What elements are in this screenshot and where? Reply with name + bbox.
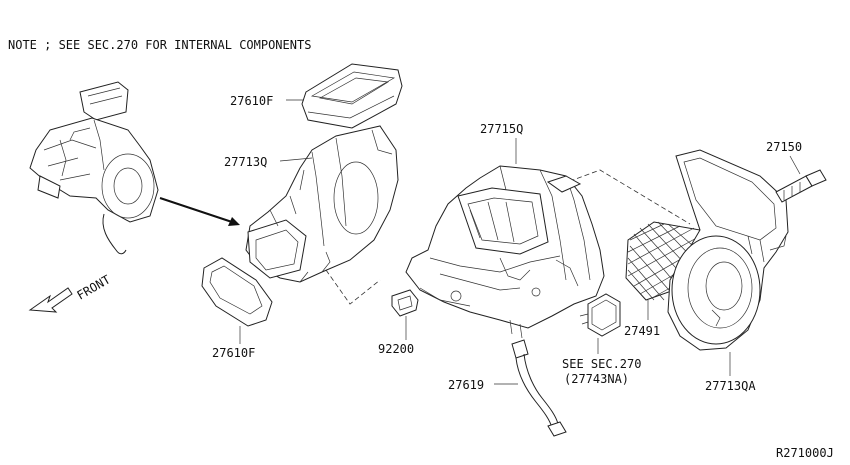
label-27743NA: (27743NA) xyxy=(564,372,629,386)
label-27610F-bottom: 27610F xyxy=(212,346,255,360)
label-see-sec-270: SEE SEC.270 xyxy=(562,357,641,371)
duct-top-27610F xyxy=(301,63,403,129)
blower-case-right-27713QA xyxy=(667,149,789,351)
label-27619: 27619 xyxy=(448,378,484,392)
duct-bottom-27610F xyxy=(201,257,273,327)
drain-hose-27619 xyxy=(511,339,567,437)
diagram-code: R271000J xyxy=(776,446,834,460)
front-label: FRONT xyxy=(75,272,113,302)
blower-case-left-27713Q xyxy=(245,125,399,283)
label-27713QA: 27713QA xyxy=(705,379,756,393)
front-direction-indicator: FRONT xyxy=(28,272,113,313)
label-27150: 27150 xyxy=(766,140,802,154)
bracket-92200 xyxy=(391,289,419,317)
actuator-27743NA xyxy=(579,293,621,337)
label-27491: 27491 xyxy=(624,324,660,338)
label-27715Q: 27715Q xyxy=(480,122,523,136)
label-92200: 92200 xyxy=(378,342,414,356)
assembled-unit-illustration xyxy=(29,81,159,255)
note-text: NOTE ; SEE SEC.270 FOR INTERNAL COMPONEN… xyxy=(8,38,311,52)
resistor-27150 xyxy=(775,169,827,203)
assembly-guide-line xyxy=(561,169,691,225)
label-27610F-top: 27610F xyxy=(230,94,273,108)
assembly-arrow xyxy=(159,197,240,226)
heater-unit-27715Q xyxy=(405,165,605,339)
assembly-guide-line xyxy=(325,269,381,305)
label-27713Q: 27713Q xyxy=(224,155,267,169)
front-arrow-icon xyxy=(28,287,73,313)
